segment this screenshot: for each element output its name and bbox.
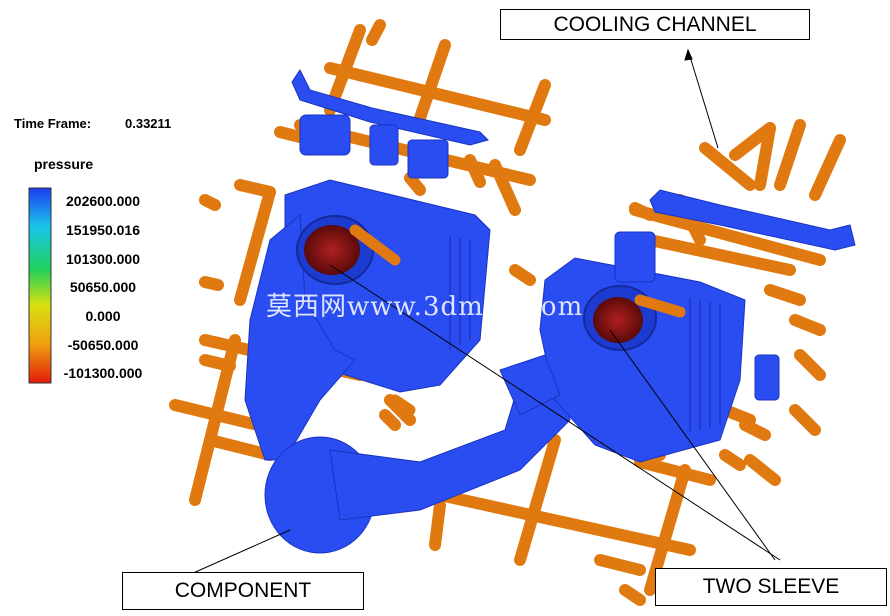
legend-tick: 202600.000 [66,193,140,209]
sleeve-right [583,285,657,351]
time-frame-value: 0.33211 [125,116,172,131]
sleeve-left [296,215,374,285]
legend-title: pressure [34,156,94,172]
legend-tick: 101300.000 [66,251,140,267]
callout-arrows [153,48,781,592]
pressure-colorbar [28,187,52,384]
legend-tick: 50650.000 [69,279,137,295]
legend-tick: -101300.000 [63,365,143,381]
casting-component [244,69,856,554]
watermark: 莫西网www.3dmox.com [266,292,584,322]
legend-tick: 151950.016 [66,222,140,238]
time-frame-label: Time Frame: [14,116,92,131]
callout-component: COMPONENT [122,572,364,610]
cooling-pins [349,224,686,416]
legend-tick: 0.000 [85,308,121,324]
callout-two-sleeve: TWO SLEEVE [655,568,887,606]
casting-fins [449,236,721,432]
callout-cooling-channel: COOLING CHANNEL [500,9,810,40]
legend-tick: -50650.000 [67,337,139,353]
